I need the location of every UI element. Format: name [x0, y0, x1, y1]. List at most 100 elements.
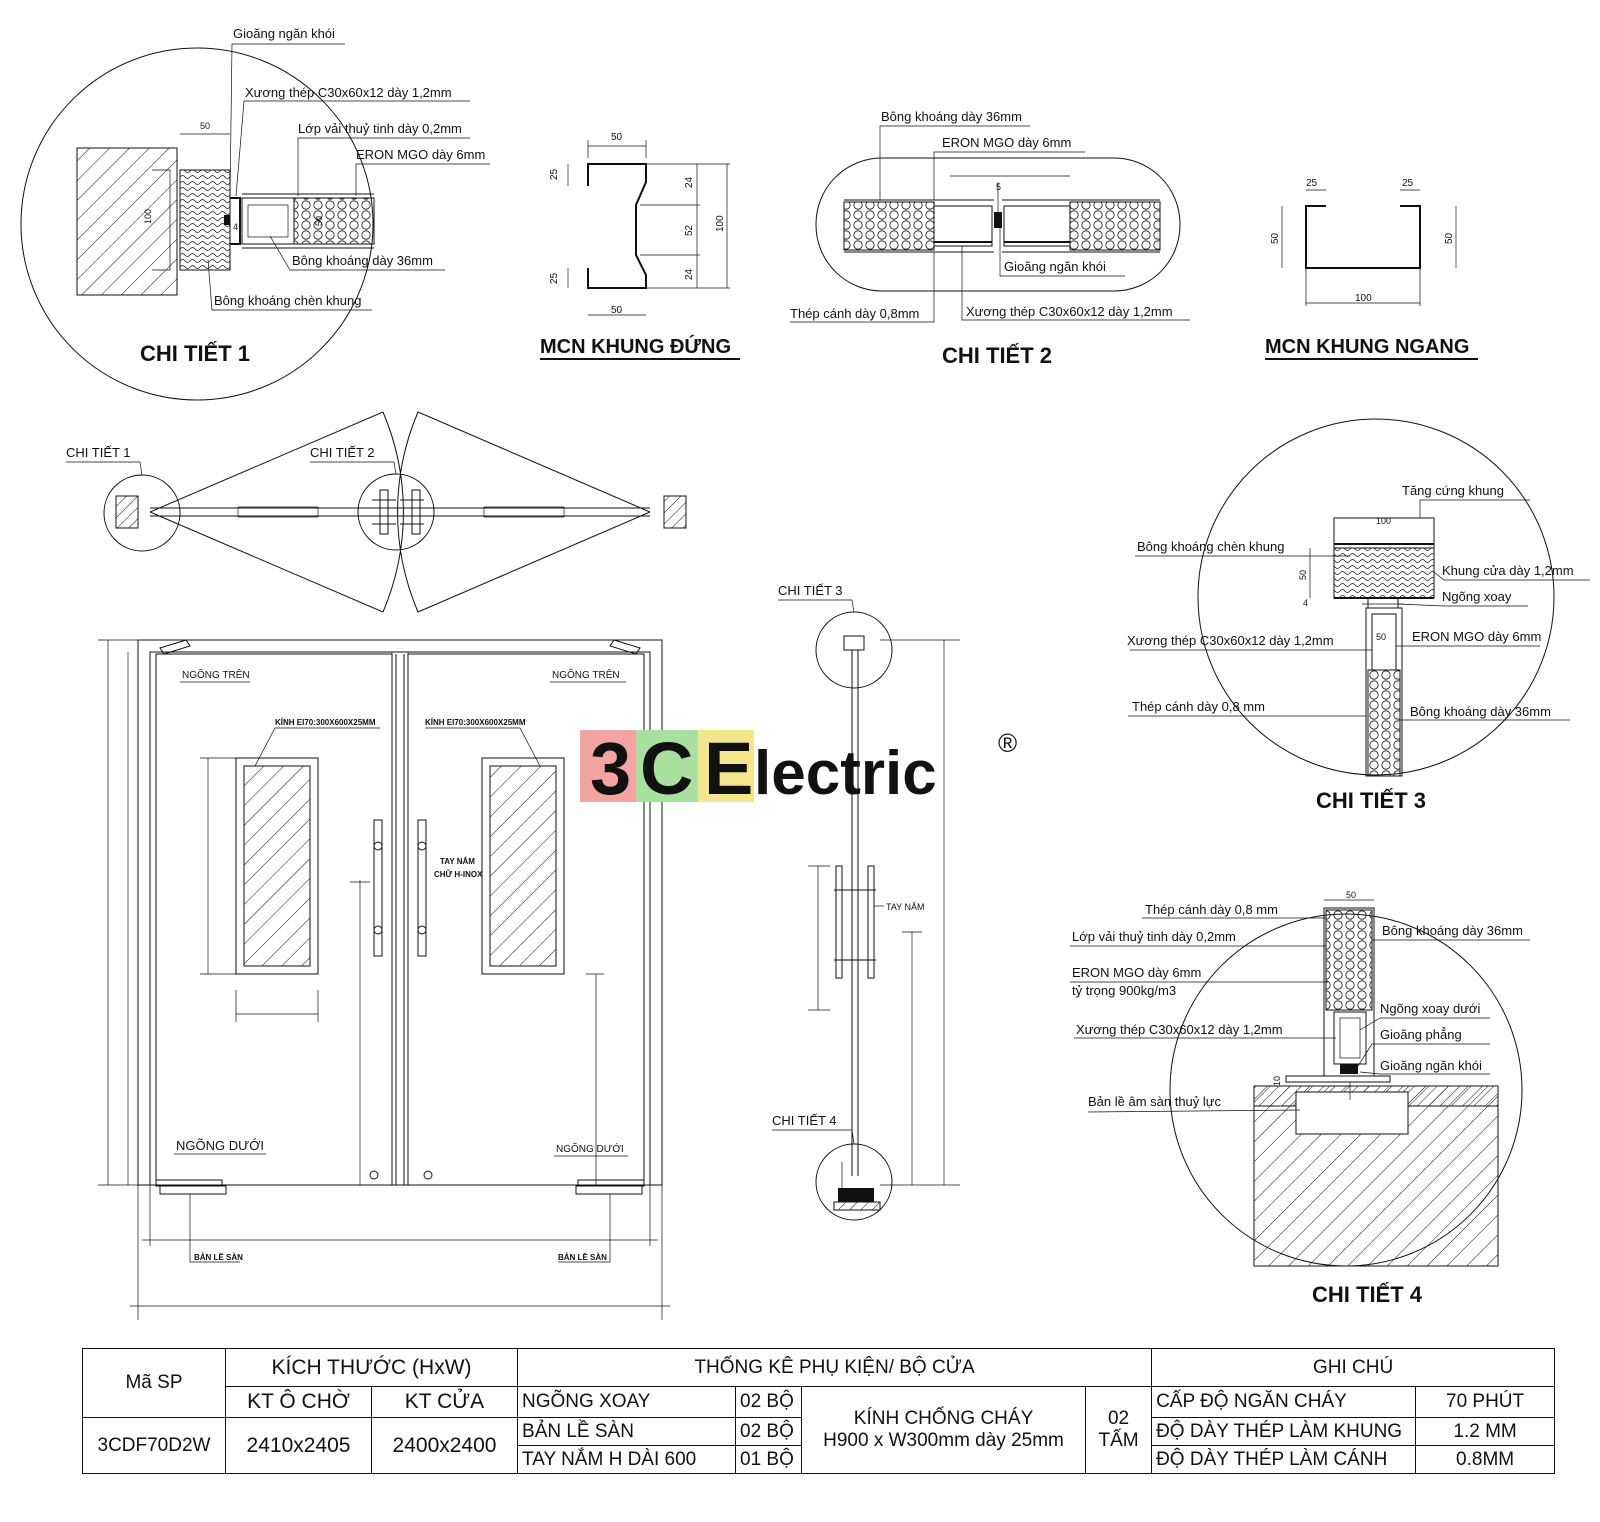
handle-right	[417, 819, 427, 957]
glass-line-1: KÍNH CHỐNG CHÁY	[853, 1408, 1034, 1429]
svg-text:50: 50	[314, 216, 324, 226]
door-section: TAY NẮM CHI TIẾT 3 CHI TIẾT 4	[772, 583, 960, 1221]
smoke-gasket	[994, 212, 1002, 228]
label-top-pivot-right: NGÕNG TRÊN	[552, 668, 620, 681]
door-outer-frame	[137, 639, 663, 1186]
glass-panel-left	[243, 765, 311, 967]
note-value: 70 PHÚT	[1415, 1386, 1556, 1418]
detail-3: 100 50 4 50 Tăng cứng khung Bông khoáng …	[1127, 418, 1590, 813]
mineral-wool-3	[1367, 669, 1401, 777]
acc-qty: 02 BỘ	[735, 1417, 803, 1446]
horizontal-frame-profile	[1305, 205, 1421, 269]
label-bottom-pivot-4: Ngõng xoay dưới	[1380, 1001, 1480, 1016]
label-mineral-wool-2: Bông khoáng dày 36mm	[881, 109, 1022, 124]
detail-2: 5 Bông khoáng dày 36mm ERON MGO dày 6mm …	[790, 109, 1190, 368]
dim-seg2: 52	[684, 224, 695, 236]
label-steel-frame: Xương thép C30x60x12 dày 1,2mm	[245, 85, 452, 100]
acc-name: NGÕNG XOAY	[517, 1386, 737, 1418]
handle-left	[373, 819, 383, 957]
plan-wall-left	[115, 495, 139, 529]
glass-qty-1: 02	[1107, 1408, 1130, 1429]
wall-hatch	[76, 147, 178, 296]
dim-seg3: 24	[684, 268, 695, 280]
label-eron-3: ERON MGO dày 6mm	[1412, 629, 1541, 644]
label-frame-fill: Bông khoáng chèn khung	[214, 293, 361, 308]
label-door-frame: Khung cửa dày 1,2mm	[1442, 563, 1574, 578]
label-handle-2: CHỮ H-INOX	[434, 870, 483, 879]
label-leaf-steel-2: Thép cánh dày 0,8mm	[790, 306, 919, 321]
dim-lip-top: 25	[549, 168, 560, 180]
plan-view: CHI TIẾT 1 CHI TIẾT 2	[66, 411, 687, 613]
door-elevation: NGÕNG TRÊN NGÕNG TRÊN KÍNH EI70:300X600X…	[98, 639, 670, 1320]
dim-gap: 5	[996, 182, 1001, 192]
header-opening: KT Ô CHỜ	[225, 1386, 372, 1418]
acc-name: BẢN LỀ SÀN	[517, 1417, 737, 1446]
dim-seg1: 24	[684, 176, 695, 188]
mcn-khung-dung: 50 50 25 25 24 52 24 100 MCN KHUNG ĐỨNG	[540, 132, 740, 360]
dim-10-4: 10	[1272, 1076, 1282, 1086]
glass-qty-2: TẤM	[1098, 1430, 1139, 1451]
mcn-khung-ngang: 25 25 50 50 100 MCN KHUNG NGANG	[1265, 178, 1478, 360]
detail-2-title: CHI TIẾT 2	[942, 343, 1052, 368]
spec-table: Mã SP KÍCH THƯỚC (HxW) THỐNG KÊ PHỤ KIỆN…	[82, 1348, 1556, 1474]
note-name: CẤP ĐỘ NGĂN CHÁY	[1151, 1386, 1417, 1418]
label-handle-1: TAY NẮM	[440, 857, 475, 866]
section-callout-3: CHI TIẾT 3	[778, 583, 843, 598]
label-smoke-gasket: Gioăng ngăn khói	[233, 26, 335, 41]
label-floor-hinge-4: Bản lề âm sàn thuỷ lực	[1088, 1094, 1221, 1109]
dim-lip-bottom: 25	[549, 272, 560, 284]
frame-fill	[179, 169, 231, 271]
watermark-digit: 3	[590, 727, 631, 810]
plan-callout-1: CHI TIẾT 1	[66, 445, 131, 460]
label-smoke-gasket-2: Gioăng ngăn khói	[1004, 259, 1106, 274]
dim-4: 4	[233, 222, 238, 232]
section-callout-4: CHI TIẾT 4	[772, 1113, 837, 1128]
label-frame-fill-3: Bông khoáng chèn khung	[1137, 539, 1284, 554]
detail-1-title: CHI TIẾT 1	[140, 341, 250, 366]
watermark-reg: ®	[998, 728, 1017, 758]
label-glass-fabric-4: Lớp vải thuỷ tinh dày 0,2mm	[1072, 929, 1236, 944]
acc-name: TAY NẮM H DÀI 600	[517, 1445, 737, 1474]
label-mineral-wool-4: Bông khoáng dày 36mm	[1382, 923, 1523, 938]
dim-right: 50	[1444, 232, 1455, 244]
opening-size: 2410x2405	[225, 1417, 372, 1474]
dim-bottom-h: 100	[1355, 293, 1372, 304]
watermark-e: E	[704, 727, 753, 810]
header-door: KT CỬA	[370, 1386, 519, 1418]
label-glass-left: KÍNH EI70:300X600X25MM	[275, 718, 376, 727]
watermark-logo: 3 C E lectric ®	[580, 727, 1017, 810]
label-bottom-pivot-right: NGÕNG DƯỚI	[556, 1142, 624, 1155]
label-leaf-steel-3: Thép cánh dày 0,8 mm	[1132, 699, 1265, 714]
label-flat-gasket: Gioăng phẳng	[1380, 1027, 1462, 1042]
mcn-khung-dung-title: MCN KHUNG ĐỨNG	[540, 334, 731, 358]
label-glass-right: KÍNH EI70:300X600X25MM	[425, 718, 526, 727]
note-value: 1.2 MM	[1415, 1417, 1556, 1446]
dim-bottom: 50	[611, 305, 623, 316]
product-code: 3CDF70D2W	[82, 1417, 226, 1474]
steel-c-section	[230, 197, 241, 245]
note-value: 0.8MM	[1415, 1445, 1556, 1474]
watermark-text: lectric	[754, 739, 937, 808]
watermark-c: C	[640, 727, 693, 810]
plan-wall-right	[663, 495, 687, 529]
glass-panel-right	[489, 765, 557, 967]
detail-2-frame	[815, 157, 1181, 292]
label-pivot: Ngõng xoay	[1442, 589, 1512, 604]
detail-4: 50 10 Thép cánh dày 0,8 mm Lớp vải thuỷ …	[1070, 890, 1530, 1307]
detail-3-title: CHI TIẾT 3	[1316, 788, 1426, 813]
acc-qty: 02 BỘ	[735, 1386, 803, 1418]
frame-fill-3	[1333, 547, 1435, 599]
dim-50: 50	[200, 121, 210, 131]
dim-top: 50	[611, 132, 623, 143]
label-steel-frame-4: Xương thép C30x60x12 dày 1,2mm	[1076, 1022, 1283, 1037]
dim-50-3: 50	[1298, 570, 1308, 580]
label-bottom-pivot-left: NGÕNG DƯỚI	[176, 1138, 264, 1153]
dim-100-3: 100	[1376, 516, 1391, 526]
detail-4-title: CHI TIẾT 4	[1312, 1282, 1423, 1307]
label-steel-frame-2: Xương thép C30x60x12 dày 1,2mm	[966, 304, 1173, 319]
door-size: 2400x2400	[370, 1417, 519, 1474]
section-small-label: TAY NẮM	[886, 902, 925, 912]
dim-lip-left: 25	[1306, 178, 1318, 189]
label-density: tỷ trọng 900kg/m3	[1072, 983, 1176, 998]
